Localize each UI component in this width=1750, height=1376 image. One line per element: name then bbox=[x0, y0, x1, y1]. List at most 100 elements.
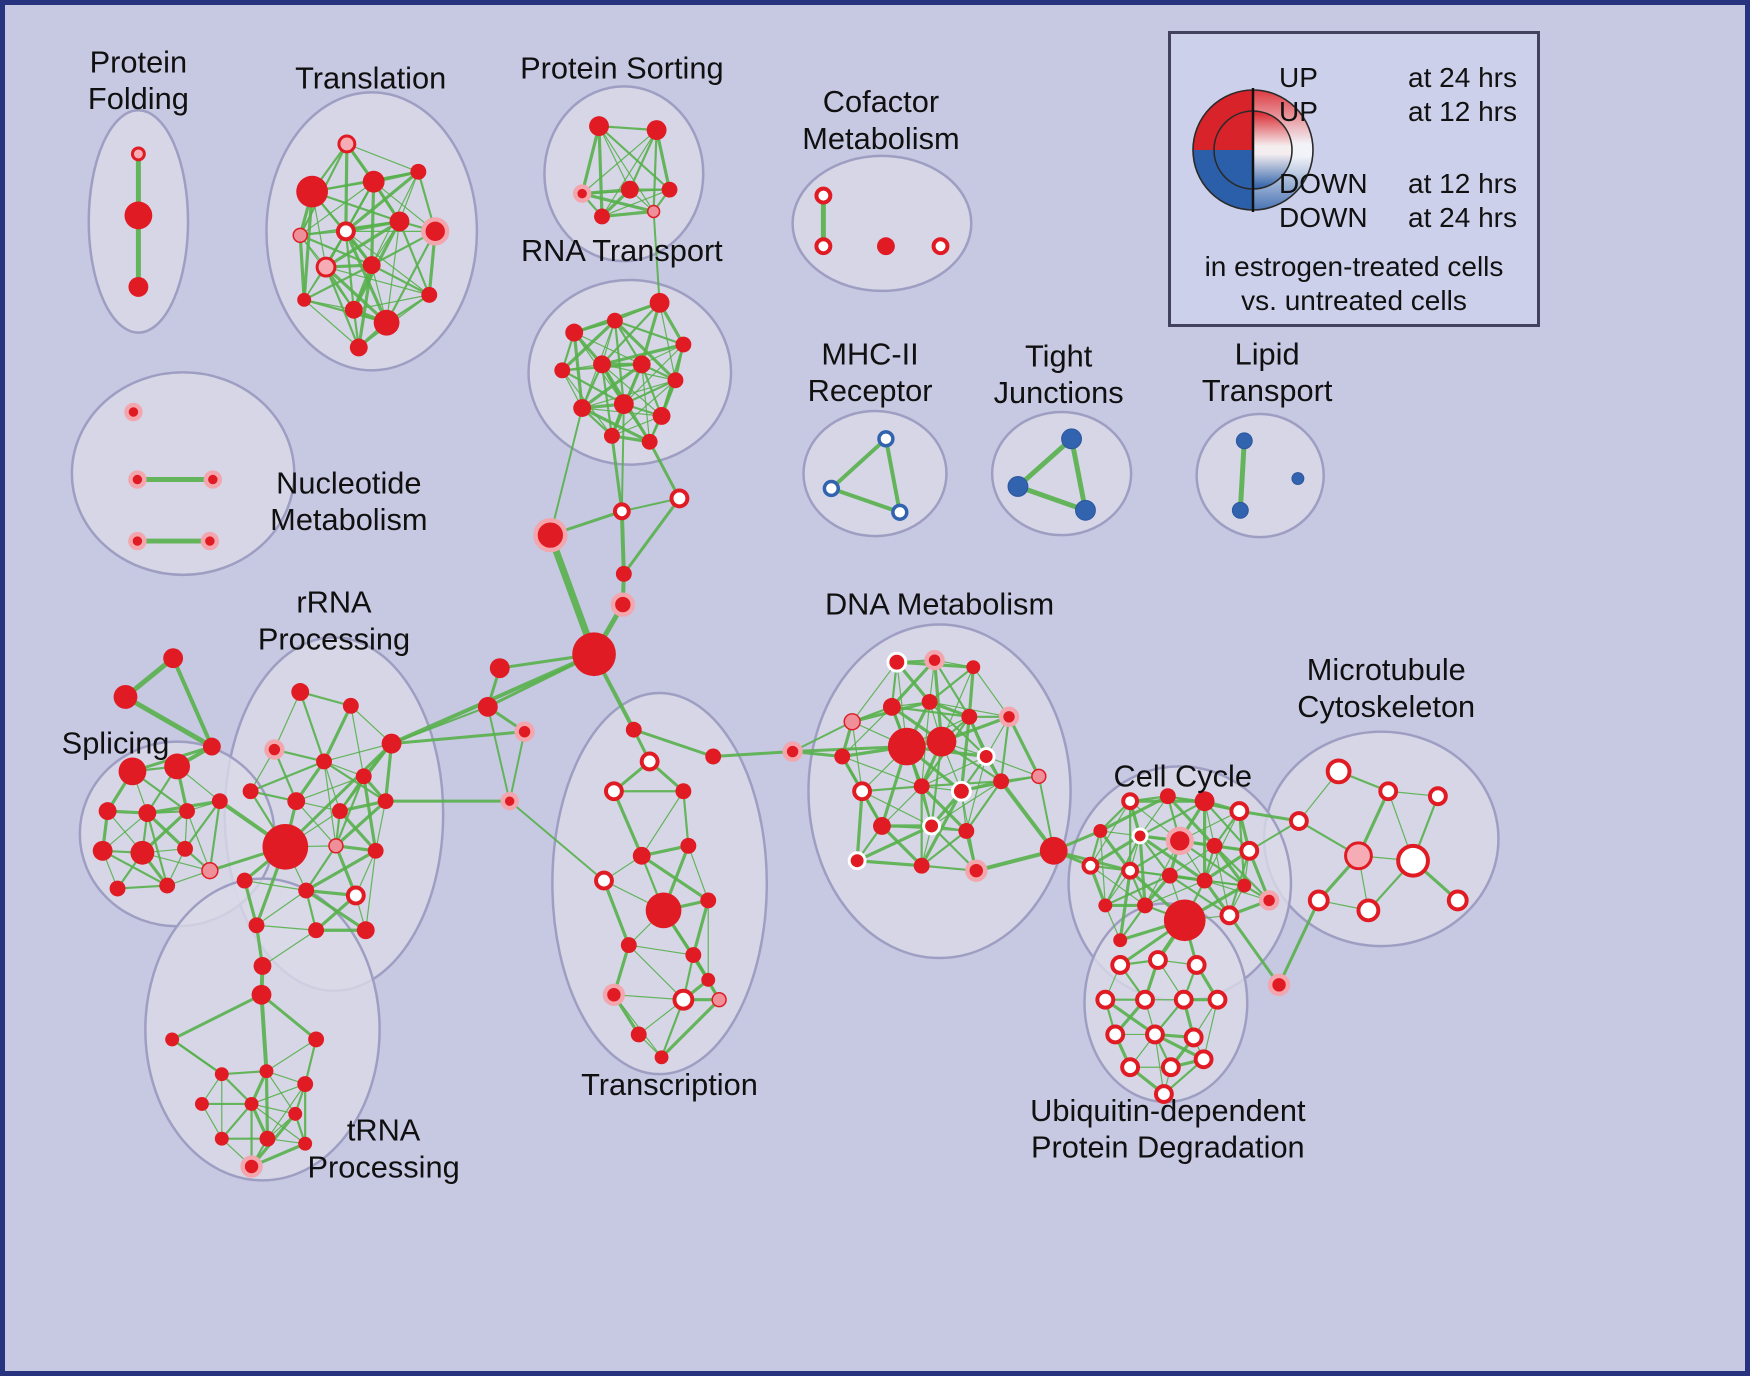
network-node bbox=[1135, 989, 1155, 1010]
network-node bbox=[961, 708, 978, 725]
cluster-ellipse-lipid-transport bbox=[1195, 412, 1325, 539]
network-node bbox=[594, 208, 610, 225]
network-node bbox=[1288, 811, 1309, 831]
network-node bbox=[533, 517, 568, 553]
network-edge bbox=[1277, 898, 1321, 987]
network-edge bbox=[628, 128, 658, 191]
network-edge bbox=[334, 775, 365, 847]
network-node bbox=[852, 781, 873, 802]
network-edge bbox=[344, 170, 420, 233]
network-node bbox=[128, 277, 149, 297]
network-edge bbox=[170, 993, 263, 1041]
network-node bbox=[639, 751, 660, 772]
network-node bbox=[1219, 905, 1240, 926]
network-node bbox=[1325, 758, 1352, 785]
network-edge bbox=[972, 666, 1010, 718]
network-edge bbox=[260, 993, 318, 1041]
network-edge bbox=[581, 379, 677, 409]
network-edge bbox=[304, 849, 378, 893]
network-node bbox=[1148, 950, 1168, 970]
network-edge bbox=[220, 1073, 253, 1106]
network-node bbox=[291, 683, 310, 701]
network-node bbox=[1165, 826, 1194, 856]
network-edge bbox=[855, 859, 924, 868]
cluster-label-protein-folding: Protein bbox=[90, 45, 187, 80]
network-node bbox=[355, 768, 372, 785]
network-edge bbox=[829, 436, 888, 491]
network-node bbox=[565, 323, 584, 342]
network-edge bbox=[999, 779, 1056, 853]
cluster-ellipse-microtubule-cytoskeleton bbox=[1262, 730, 1500, 948]
network-node bbox=[1120, 1057, 1141, 1078]
network-node bbox=[337, 134, 357, 154]
network-edge bbox=[613, 319, 685, 346]
network-edge bbox=[1069, 436, 1088, 513]
network-node bbox=[1121, 861, 1140, 880]
network-node bbox=[876, 237, 895, 256]
cluster-label-lipid-transport: Lipid bbox=[1235, 336, 1300, 371]
network-node bbox=[573, 399, 592, 417]
legend-time-label: at 12 hrs bbox=[1408, 96, 1517, 127]
network-node bbox=[1039, 836, 1068, 865]
network-edge bbox=[323, 760, 337, 847]
network-edge bbox=[249, 760, 326, 793]
network-node bbox=[993, 773, 1010, 790]
network-edge bbox=[171, 1038, 223, 1076]
network-edge bbox=[325, 266, 430, 296]
network-node bbox=[128, 470, 147, 489]
network-node bbox=[194, 1097, 209, 1111]
cluster-ellipse-nucleotide-metabolism bbox=[70, 371, 296, 577]
network-edge bbox=[880, 824, 924, 868]
network-node bbox=[1031, 768, 1047, 785]
network-node bbox=[477, 696, 498, 717]
network-node bbox=[377, 793, 394, 810]
cluster-label-protein-folding: Folding bbox=[88, 81, 189, 116]
network-edge bbox=[1089, 800, 1131, 867]
network-edge bbox=[965, 755, 987, 832]
network-node bbox=[362, 256, 381, 275]
network-node bbox=[203, 470, 223, 489]
network-node bbox=[1186, 955, 1207, 975]
network-edge bbox=[1015, 436, 1075, 489]
cluster-label-splicing: Splicing bbox=[62, 726, 170, 761]
network-node bbox=[130, 146, 146, 162]
network-node bbox=[165, 1032, 180, 1047]
network-edge bbox=[855, 824, 934, 863]
network-edge bbox=[622, 496, 681, 576]
network-edge bbox=[508, 800, 605, 882]
network-edge bbox=[851, 661, 898, 723]
network-node bbox=[124, 201, 153, 230]
network-node bbox=[675, 783, 692, 800]
network-node bbox=[262, 824, 309, 870]
network-edge bbox=[652, 210, 661, 304]
network-node bbox=[1161, 867, 1178, 884]
network-node bbox=[113, 685, 138, 709]
network-node bbox=[711, 992, 727, 1008]
cluster-label-translation: Translation bbox=[295, 60, 446, 95]
network-node bbox=[603, 427, 620, 444]
network-edge bbox=[628, 944, 684, 1001]
network-node bbox=[814, 186, 833, 205]
network-node bbox=[259, 1064, 274, 1079]
network-node bbox=[701, 972, 716, 987]
network-node bbox=[1194, 791, 1215, 812]
legend-time-label: at 12 hrs bbox=[1408, 168, 1517, 199]
network-edge bbox=[1169, 845, 1216, 877]
network-edge bbox=[921, 755, 987, 787]
network-node bbox=[661, 181, 678, 198]
legend-level-label: UP bbox=[1279, 62, 1318, 93]
network-edge bbox=[580, 362, 644, 410]
network-edge bbox=[265, 1038, 317, 1072]
legend-gradient-inner bbox=[1253, 111, 1292, 189]
network-edge bbox=[375, 800, 387, 852]
network-node bbox=[316, 753, 332, 770]
legend-down-24-quadrant bbox=[1193, 150, 1253, 210]
network-edge bbox=[851, 721, 863, 792]
network-node bbox=[202, 737, 221, 756]
network-node bbox=[667, 372, 684, 389]
network-edge bbox=[1213, 845, 1231, 916]
network-node bbox=[1095, 989, 1116, 1010]
network-edge bbox=[385, 220, 401, 324]
network-node bbox=[1291, 472, 1305, 485]
network-node bbox=[1235, 432, 1253, 450]
